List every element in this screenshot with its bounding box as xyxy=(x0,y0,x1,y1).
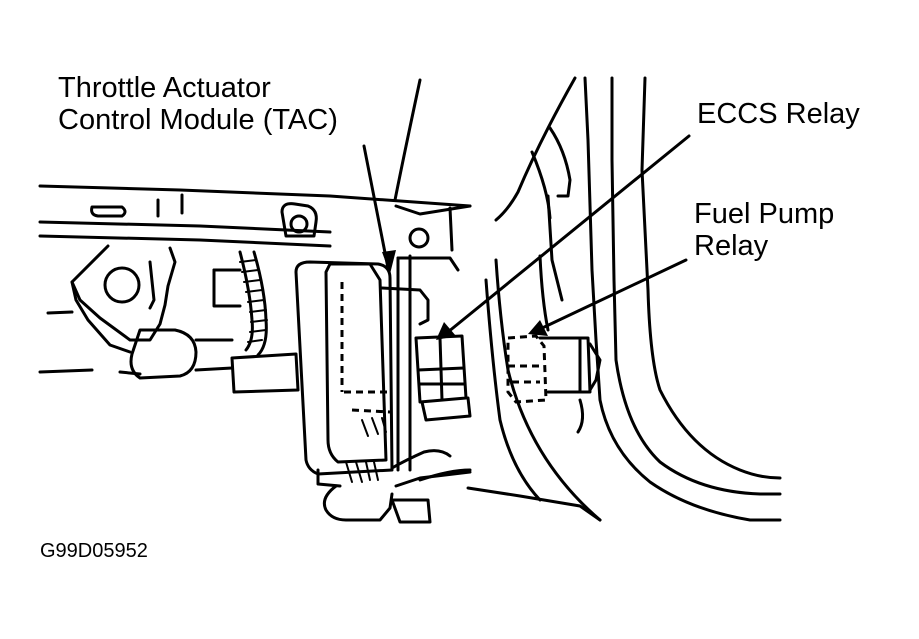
eccs-relay-label: ECCS Relay xyxy=(697,98,860,130)
tac-label: Throttle Actuator Control Module (TAC) xyxy=(58,72,338,136)
frame-rail xyxy=(38,184,472,248)
fuel-pump-relay-block xyxy=(506,334,602,434)
tac-module xyxy=(294,260,394,488)
eccs-relay-block xyxy=(414,334,472,422)
fuel-pump-relay-label: Fuel Pump Relay xyxy=(694,198,834,262)
fuel-pump-relay-leader-arrow xyxy=(528,258,688,336)
lower-connector xyxy=(322,449,602,524)
wiring-harness xyxy=(238,250,268,357)
mount-bracket xyxy=(38,244,300,394)
eccs-relay-label-line1: ECCS Relay xyxy=(697,98,860,130)
tac-label-line1: Throttle Actuator xyxy=(58,72,271,104)
fuel-pump-relay-label-line2: Relay xyxy=(694,230,769,262)
fuel-pump-relay-label-line1: Fuel Pump xyxy=(694,198,835,230)
tac-label-line2: Control Module (TAC) xyxy=(58,104,338,136)
eccs-relay-leader-arrow xyxy=(436,134,691,340)
tac-leader-arrow xyxy=(362,144,396,274)
relay-bracket xyxy=(380,204,472,472)
figure-code: G99D05952 xyxy=(40,540,148,562)
pillar-panel xyxy=(393,76,782,522)
